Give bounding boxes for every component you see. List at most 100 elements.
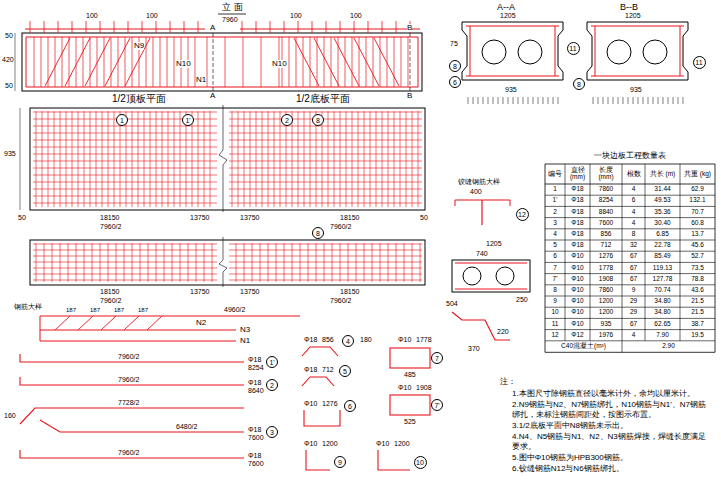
stirrup: [289, 37, 290, 87]
callout-number: 10: [416, 459, 424, 466]
bent-bar: [314, 38, 339, 86]
table-cell: Φ10: [566, 298, 589, 305]
rebar-grid: [33, 250, 217, 251]
rebar-grid: [204, 243, 205, 282]
hatch-tick: [548, 97, 549, 104]
stirrup: [83, 37, 84, 87]
table-cell: 8: [546, 287, 564, 294]
table-cell: 34.80: [646, 309, 679, 316]
hatch-tick: [503, 97, 504, 104]
table-cell: 4: [623, 186, 644, 193]
rebar-grid: [292, 111, 293, 207]
callout-circle: 11: [567, 42, 580, 55]
rebar-line: [40, 316, 41, 341]
stirrup: [207, 37, 208, 87]
callout-circle: 3: [266, 426, 278, 438]
stirrup: [310, 37, 311, 87]
table-line: [545, 262, 715, 263]
section-line: [410, 33, 411, 91]
rebar-grid: [44, 243, 45, 282]
bent-bar: [105, 38, 130, 86]
stirrup: [160, 37, 161, 87]
rebar-grid: [84, 243, 85, 282]
table-cell: 1276: [591, 253, 621, 260]
rebar-line: [510, 200, 511, 206]
stirrup: [331, 37, 332, 87]
stirrup: [408, 37, 409, 87]
hanger-bar: [242, 21, 243, 33]
table-cell: 4: [623, 209, 644, 216]
hatch-tick: [673, 97, 674, 104]
table-cell: 43.6: [681, 287, 714, 294]
dimension-label: Φ18: [248, 356, 261, 363]
rebar-grid: [100, 243, 101, 282]
rebar-grid: [76, 243, 77, 282]
rebar-grid: [196, 243, 197, 282]
rebar-grid: [36, 243, 37, 282]
callout-circle: 4: [342, 335, 354, 347]
void-circle: [482, 40, 506, 64]
hanger-bar: [128, 21, 129, 33]
stirrup: [167, 37, 168, 87]
rebar-line: [40, 315, 300, 316]
rebar-grid: [356, 243, 357, 282]
rebar-grid: [33, 262, 217, 263]
rebar-grid: [229, 140, 422, 141]
dimension-label: 187: [138, 307, 148, 313]
hanger-bar: [312, 21, 313, 33]
rebar-grid: [322, 111, 323, 207]
table-cell: 67: [623, 253, 644, 260]
table-cell: 85.49: [646, 253, 679, 260]
rebar-grid: [229, 168, 422, 169]
section-line: [213, 33, 214, 91]
rebar-grid: [168, 111, 169, 207]
table-cell: Φ18: [566, 220, 589, 227]
table-cell: 32: [623, 242, 644, 249]
rebar-grid: [116, 243, 117, 282]
table-cell: 9: [546, 298, 564, 305]
rebar-grid: [328, 111, 329, 207]
rebar-grid: [260, 243, 261, 282]
rebar-grid: [308, 243, 309, 282]
hatch-tick: [473, 97, 474, 104]
dimension-label: 187: [114, 307, 124, 313]
bent-bar: [45, 38, 70, 86]
stirrup: [373, 37, 374, 87]
section-mark: B: [407, 24, 412, 32]
rebar-grid: [148, 243, 149, 282]
rebar-grid: [172, 243, 173, 282]
title-underline: [218, 14, 246, 15]
rebar-grid: [33, 189, 217, 190]
hatch-tick: [518, 97, 519, 104]
hanger-bar: [170, 21, 171, 33]
hatch-tick: [493, 97, 494, 104]
section-outline: [587, 22, 688, 80]
rebar-grid: [292, 243, 293, 282]
rebar-grid: [229, 268, 422, 269]
rebar-line: [20, 354, 244, 362]
stirrup: [225, 37, 226, 87]
rebar-grid: [372, 243, 373, 282]
rebar-grid: [229, 126, 422, 127]
callout-circle: 10: [414, 456, 427, 469]
hatch-tick: [633, 97, 634, 104]
dimension-label: 7960/2: [118, 353, 139, 360]
hanger-bar: [142, 21, 143, 33]
table-cell: 长度 (mm): [591, 167, 621, 181]
void-circle: [607, 40, 631, 64]
stirrup: [324, 37, 325, 87]
rebar-grid: [262, 111, 263, 207]
table-cell: Φ18: [566, 209, 589, 216]
hatch-tick: [523, 97, 524, 104]
dimension-label: Φ18: [248, 379, 261, 386]
hanger-bar: [326, 21, 327, 33]
dimension-label: 1205: [625, 12, 641, 19]
dimension-label: 935: [505, 86, 517, 93]
rebar-line: [452, 312, 510, 340]
hatch-tick: [618, 97, 619, 104]
rebar-grid: [229, 133, 422, 134]
hatch-tick: [663, 97, 664, 104]
hatch-tick: [683, 97, 684, 104]
rebar-line: [595, 26, 596, 76]
rebar-grid: [346, 111, 347, 207]
